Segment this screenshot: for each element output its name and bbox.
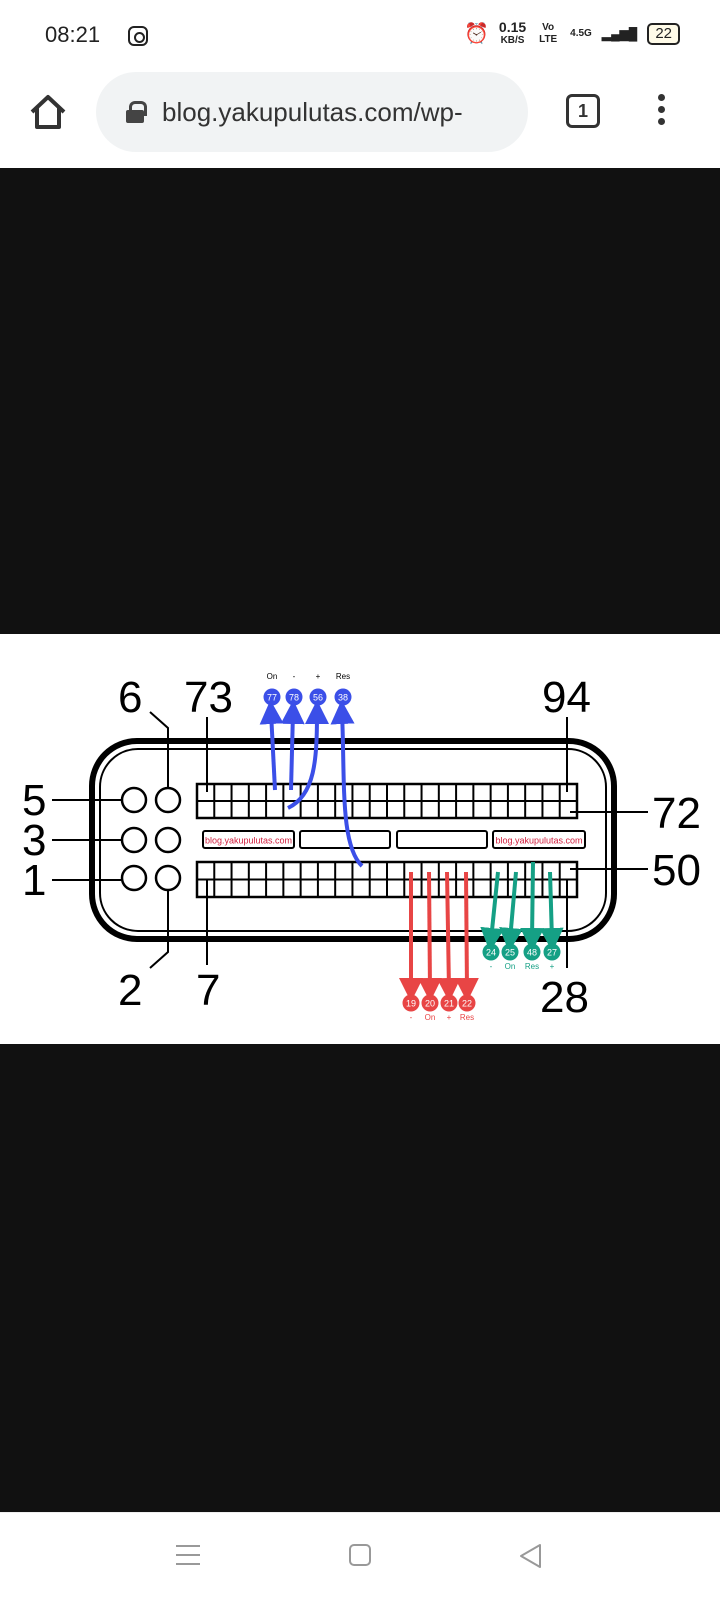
green-pin-badge <box>501 943 519 961</box>
blue-pin-function: - <box>293 672 296 681</box>
label-slot <box>396 830 488 849</box>
red-pin-badge <box>421 994 439 1012</box>
pin-label-5: 5 <box>22 776 46 825</box>
speed-unit: KB/S <box>500 35 525 46</box>
browser-toolbar: blog.yakupulutas.com/wp- 1 <box>0 70 720 168</box>
volte-indicator: Vo LTE <box>539 21 558 45</box>
green-wire <box>539 871 564 952</box>
green-wire <box>499 871 524 952</box>
pin-label-94: 94 <box>542 673 591 722</box>
blue-pin-number: 78 <box>289 693 299 703</box>
watermark-text: blog.yakupulutas.com <box>495 836 582 846</box>
round-pin <box>154 864 182 892</box>
red-pin-badge <box>440 994 458 1012</box>
blue-wire <box>330 700 364 868</box>
red-pin-function: - <box>410 1013 413 1022</box>
round-pin <box>120 864 148 892</box>
pin-label-73: 73 <box>184 673 233 722</box>
green-pin-number: 24 <box>486 948 496 958</box>
blue-pin-badge <box>263 688 281 706</box>
red-wire <box>454 871 479 1002</box>
red-wire <box>417 871 442 1002</box>
pin-label-50: 50 <box>652 846 701 895</box>
blue-pin-function: On <box>267 672 278 681</box>
blue-pin-number: 77 <box>267 693 277 703</box>
blue-pin-function: + <box>316 672 321 681</box>
red-pin-function: + <box>447 1013 452 1022</box>
blue-pin-badge <box>309 688 327 706</box>
blue-pin-badge <box>334 688 352 706</box>
red-pin-function: On <box>425 1013 436 1022</box>
pin-label-1: 1 <box>22 856 46 905</box>
green-pin-function: On <box>505 962 516 971</box>
url-bar[interactable]: blog.yakupulutas.com/wp- <box>96 72 528 152</box>
green-pin-function: - <box>490 962 493 971</box>
more-menu-icon[interactable] <box>658 94 666 130</box>
blue-wire <box>280 700 305 791</box>
red-pin-number: 20 <box>425 999 435 1009</box>
pin-label-3: 3 <box>22 816 46 865</box>
green-pin-number: 48 <box>527 948 537 958</box>
clock: 08:21 <box>45 22 101 47</box>
blue-pin-number: 56 <box>313 693 323 703</box>
blue-pin-function: Res <box>336 672 350 681</box>
green-pin-function: + <box>550 962 555 971</box>
red-pin-number: 22 <box>462 999 472 1009</box>
green-pin-function: Res <box>525 962 539 971</box>
instagram-icon <box>128 26 148 46</box>
label-slot <box>492 830 586 849</box>
round-pin <box>120 826 148 854</box>
connector-pinout-diagram: 6 73 94 5 3 1 72 50 2 7 28 blog.yakupulu… <box>0 634 720 1044</box>
round-pin <box>154 786 182 814</box>
system-nav-bar <box>0 1512 720 1600</box>
alarm-icon: ⏰ <box>464 22 489 45</box>
home-icon[interactable] <box>28 92 68 132</box>
blue-wire <box>287 700 329 810</box>
red-wire <box>436 871 461 1002</box>
pin-label-28: 28 <box>540 973 589 1022</box>
blue-pin-badge <box>285 688 303 706</box>
label-slot <box>202 830 295 849</box>
lock-icon <box>126 101 147 123</box>
red-pin-badge <box>402 994 420 1012</box>
pin-label-6: 6 <box>118 673 142 722</box>
pin-label-2: 2 <box>118 966 142 1015</box>
red-pin-number: 19 <box>406 999 416 1009</box>
blue-pin-number: 38 <box>338 693 348 703</box>
watermark-text: blog.yakupulutas.com <box>205 836 292 846</box>
speed-value: 0.15 <box>498 19 527 35</box>
signal-icon: ▂▄▆█ <box>601 26 638 41</box>
round-pin <box>154 826 182 854</box>
recent-apps-button[interactable] <box>175 1543 201 1572</box>
round-pin <box>120 786 148 814</box>
url-text: blog.yakupulutas.com/wp- <box>162 96 463 127</box>
home-button[interactable] <box>348 1543 372 1572</box>
blue-wire <box>259 700 284 791</box>
green-pin-badge <box>543 943 561 961</box>
green-pin-number: 27 <box>547 948 557 958</box>
tab-switcher-button[interactable]: 1 <box>566 94 600 128</box>
green-pin-badge <box>482 943 500 961</box>
pin-label-72: 72 <box>652 789 701 838</box>
green-pin-badge <box>523 943 541 961</box>
network-type: 4.5G <box>570 27 592 39</box>
green-wire <box>520 861 545 952</box>
battery-icon: 22 <box>647 22 680 45</box>
green-pin-number: 25 <box>505 948 515 958</box>
pin-label-7: 7 <box>196 966 220 1015</box>
red-pin-number: 21 <box>444 999 454 1009</box>
back-button[interactable] <box>518 1543 542 1574</box>
red-pin-badge <box>458 994 476 1012</box>
red-pin-function: Res <box>460 1013 474 1022</box>
green-wire <box>480 871 505 952</box>
label-slot <box>299 830 391 849</box>
